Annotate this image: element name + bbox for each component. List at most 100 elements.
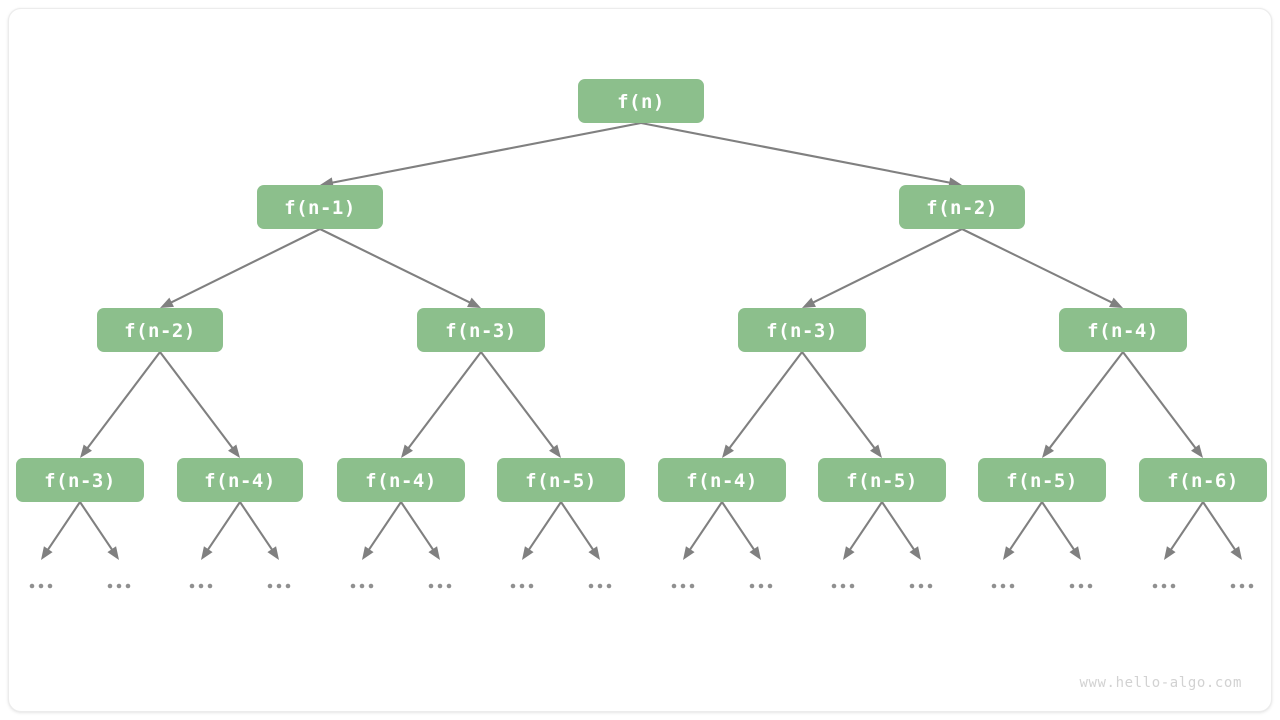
ellipsis-dot	[189, 583, 195, 589]
ellipsis-dot	[671, 583, 677, 589]
edge-line	[205, 501, 241, 553]
tree-node[interactable]: f(n-3)	[417, 308, 545, 352]
tree-edge	[160, 228, 321, 308]
ellipsis-dot	[29, 583, 35, 589]
tree-node[interactable]: f(n-4)	[658, 458, 786, 502]
tree-node[interactable]: f(n-1)	[257, 185, 383, 229]
node-box[interactable]	[177, 458, 303, 502]
tree-node[interactable]: f(n-3)	[16, 458, 144, 502]
edge-arrowhead	[802, 297, 816, 308]
tree-edge	[640, 121, 962, 188]
tree-edge	[801, 351, 882, 458]
ellipsis-dot	[840, 583, 846, 589]
tree-node[interactable]: f(n-4)	[177, 458, 303, 502]
edge-arrowhead	[683, 546, 695, 560]
ellipses-layer	[29, 583, 1254, 589]
ellipsis-dot	[1078, 583, 1084, 589]
ellipsis-dot	[1161, 583, 1167, 589]
node-box[interactable]	[658, 458, 786, 502]
edge-line	[721, 501, 757, 553]
edge-arrowhead	[362, 546, 374, 560]
edge-line	[79, 501, 115, 553]
node-box[interactable]	[1059, 308, 1187, 352]
ellipsis-dot	[125, 583, 131, 589]
edge-line	[1047, 351, 1124, 451]
edge-line	[640, 121, 953, 185]
tree-node[interactable]: f(n-6)	[1139, 458, 1267, 502]
ellipsis-dot	[47, 583, 53, 589]
tree-node[interactable]: f(n-5)	[818, 458, 946, 502]
tree-edge	[480, 351, 561, 458]
ellipsis-marker	[189, 583, 213, 589]
tree-node[interactable]: f(n-2)	[899, 185, 1025, 229]
ellipsis-dot	[758, 583, 764, 589]
edge-arrowhead	[107, 546, 119, 560]
node-label: f(n-4)	[204, 470, 276, 492]
tree-node[interactable]: f(n-5)	[497, 458, 625, 502]
edge-line	[366, 501, 402, 553]
edge-line	[329, 121, 642, 185]
ellipsis-dot	[428, 583, 434, 589]
tree-node[interactable]: f(n-4)	[337, 458, 465, 502]
edge-arrowhead	[428, 546, 440, 560]
edge-arrowhead	[41, 546, 53, 560]
tree-node[interactable]: f(n-2)	[97, 308, 223, 352]
node-box[interactable]	[16, 458, 144, 502]
node-box[interactable]	[899, 185, 1025, 229]
ellipsis-marker	[831, 583, 855, 589]
node-label: f(n)	[617, 91, 665, 113]
tree-node[interactable]: f(n-5)	[978, 458, 1106, 502]
edge-line	[961, 228, 1115, 305]
edge-arrowhead	[549, 444, 561, 458]
node-box[interactable]	[978, 458, 1106, 502]
ellipsis-dot	[1248, 583, 1254, 589]
ellipsis-dot	[588, 583, 594, 589]
ellipsis-marker	[428, 583, 452, 589]
node-box[interactable]	[497, 458, 625, 502]
edge-arrowhead	[909, 546, 921, 560]
node-box[interactable]	[417, 308, 545, 352]
node-box[interactable]	[738, 308, 866, 352]
tree-edge	[201, 501, 241, 560]
node-box[interactable]	[257, 185, 383, 229]
edge-arrowhead	[1109, 297, 1123, 308]
ellipsis-dot	[927, 583, 933, 589]
node-box[interactable]	[818, 458, 946, 502]
tree-node[interactable]: f(n-4)	[1059, 308, 1187, 352]
edge-line	[687, 501, 723, 553]
node-box[interactable]	[1139, 458, 1267, 502]
edge-line	[1007, 501, 1043, 553]
node-label: f(n-5)	[1006, 470, 1078, 492]
ellipsis-marker	[909, 583, 933, 589]
ellipsis-marker	[510, 583, 534, 589]
ellipsis-marker	[671, 583, 695, 589]
tree-node[interactable]: f(n)	[578, 79, 704, 123]
ellipsis-marker	[107, 583, 131, 589]
ellipsis-marker	[749, 583, 773, 589]
ellipsis-dot	[368, 583, 374, 589]
edge-line	[1168, 501, 1204, 553]
node-box[interactable]	[337, 458, 465, 502]
node-box[interactable]	[97, 308, 223, 352]
tree-node[interactable]: f(n-3)	[738, 308, 866, 352]
node-box[interactable]	[578, 79, 704, 123]
ellipsis-dot	[749, 583, 755, 589]
node-label: f(n-3)	[44, 470, 116, 492]
tree-edge	[1042, 351, 1124, 458]
ellipsis-dot	[359, 583, 365, 589]
node-label: f(n-4)	[686, 470, 758, 492]
edge-arrowhead	[467, 297, 481, 308]
edge-line	[400, 501, 436, 553]
tree-edge	[79, 501, 119, 560]
edge-line	[480, 351, 556, 451]
edge-arrowhead	[80, 444, 92, 458]
edge-line	[1041, 501, 1077, 553]
ellipsis-dot	[198, 583, 204, 589]
edge-line	[168, 228, 321, 305]
tree-edge	[802, 228, 963, 308]
ellipsis-dot	[437, 583, 443, 589]
edge-line	[159, 351, 235, 451]
edge-arrowhead	[522, 546, 534, 560]
tree-edge	[400, 501, 440, 560]
edge-line	[406, 351, 482, 451]
